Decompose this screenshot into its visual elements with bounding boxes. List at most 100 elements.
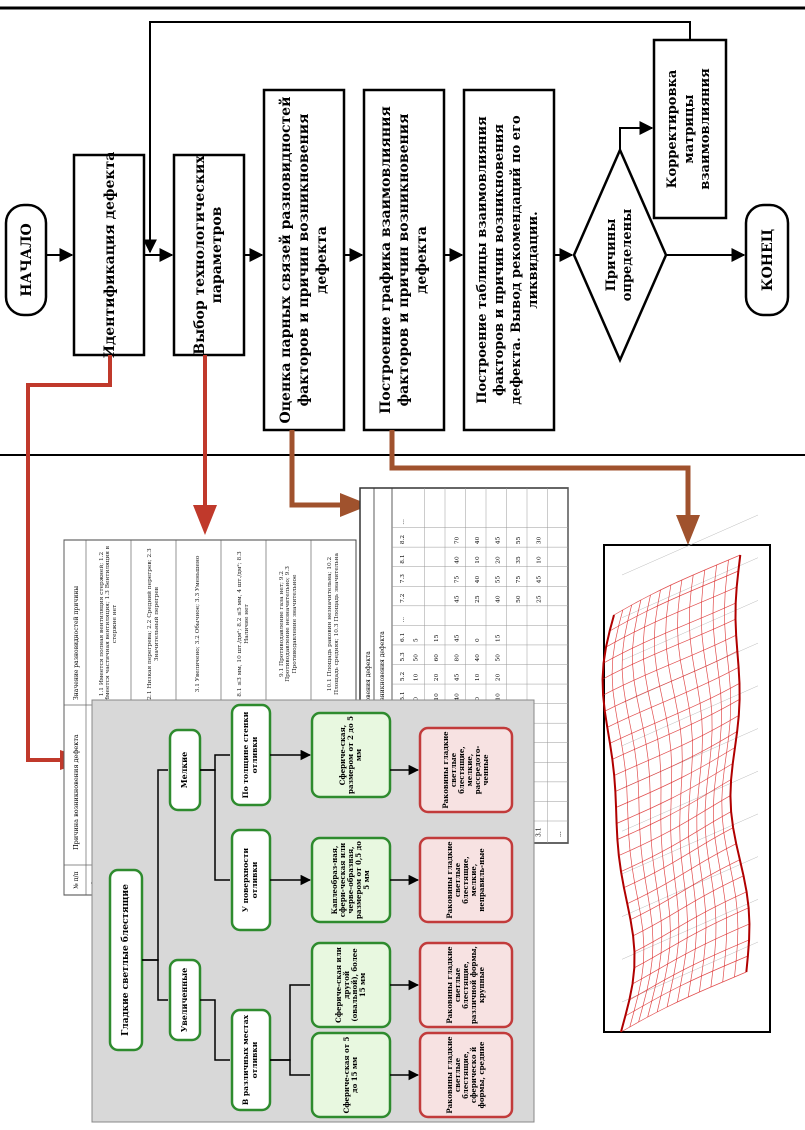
matrix-cell: 45 <box>495 536 501 544</box>
matrix-cell: 60 <box>434 654 440 662</box>
matrix-cell: 40 <box>495 595 501 603</box>
matrix-cell: 0 <box>413 697 419 701</box>
correction-box: Корректировка матрицы взаимовлияния <box>652 38 728 220</box>
tree-level3-0-label: Сфериче-ская от 5 до 15 мм <box>341 1036 359 1114</box>
matrix-cell: 55 <box>516 536 522 544</box>
tree-root-label: Гладкие светлые блестящие <box>120 884 131 1036</box>
table-row-values: 3.1 Увеличено; 3.2 Обычное; 3.3 Уменьшен… <box>195 555 202 693</box>
matrix-cell: 10 <box>536 556 542 564</box>
matrix-cell: 45 <box>536 576 542 584</box>
matrix-cell: 20 <box>495 673 501 681</box>
step-build-table: Построение таблицы взаимовлияния факторо… <box>462 88 556 432</box>
matrix-cell: 10 <box>413 673 419 681</box>
matrix-col-header: 7.2 <box>400 593 406 603</box>
surface-plot <box>601 514 771 1033</box>
matrix-cell: 55 <box>495 576 501 584</box>
tree-level2-0-label: В различных местах отливки <box>241 1014 259 1106</box>
matrix-cell: 40 <box>475 654 481 662</box>
matrix-cell: 70 <box>454 536 460 544</box>
matrix-cell: 35 <box>516 556 522 564</box>
tree-level4-0 <box>418 1031 514 1119</box>
matrix-cell: 40 <box>475 576 481 584</box>
tree-level4-1 <box>418 941 514 1029</box>
matrix-col-header: 8.1 <box>400 554 406 563</box>
matrix-cell: 45 <box>454 634 460 642</box>
matrix-col-header: 5.1 <box>400 691 406 700</box>
matrix-cell: 15 <box>434 634 440 642</box>
step-graph-label: Построение графика взаимовлияния факторо… <box>377 106 431 414</box>
matrix-row-label: 3.1 <box>535 827 542 837</box>
matrix-cell: 45 <box>454 673 460 681</box>
correction-label: Корректировка матрицы взаимовлияния <box>664 68 714 190</box>
tree-level4-0-label: Раковины гладкие светлые блестящие, сфер… <box>444 1036 487 1114</box>
matrix-cell: 25 <box>536 595 542 603</box>
table-row-values: 1.1 Имеется полная вентиляция стержней; … <box>98 545 118 703</box>
tree-level4-3-label: Раковины гладкие светлые блестящие, мелк… <box>440 731 491 809</box>
step-select-params: Выбор технологических параметров <box>172 153 246 357</box>
matrix-cell: 0 <box>475 697 481 701</box>
matrix-col-header: 5.2 <box>400 672 406 682</box>
start-terminal: НАЧАЛО <box>4 203 48 317</box>
matrix-col-header: 8.2 <box>400 535 406 545</box>
matrix-cell: 5 <box>413 638 419 642</box>
matrix-cell: 10 <box>434 693 440 701</box>
matrix-cell: 10 <box>475 673 481 681</box>
matrix-cell: 0 <box>475 638 481 642</box>
table-row-values: 10.1 Площадь раковин незначительна; 10.2… <box>326 553 340 695</box>
matrix-cell: 45 <box>454 595 460 603</box>
table-row-values: 8.1 ≤3 мм, 10 шт./дм²; 8.2 ≤5 мм, 4 шт./… <box>236 551 250 697</box>
step-identify-defect: Идентификация дефекта <box>72 152 146 359</box>
matrix-col-header: 6.1 <box>400 633 406 642</box>
table-header-cause: Причина возникновения дефекта <box>72 734 80 850</box>
step-identify-label: Идентификация дефекта <box>102 152 118 359</box>
step-table-label: Построение таблицы взаимовлияния факторо… <box>475 115 541 405</box>
matrix-cell: 75 <box>454 576 460 584</box>
matrix-row-label: ... <box>556 831 563 837</box>
step-evaluate-label: Оценка парных связей разновидностей факт… <box>277 96 331 424</box>
matrix-cell: 40 <box>475 536 481 544</box>
matrix-col-header: ... <box>400 617 406 623</box>
end-label: КОНЕЦ <box>760 229 776 291</box>
matrix-cell: 20 <box>495 556 501 564</box>
matrix-cell: 10 <box>475 556 481 564</box>
matrix-cell: 40 <box>454 556 460 564</box>
table-row-values: 2.1 Низкая перегрева; 2.2 Средний перегр… <box>146 548 160 700</box>
tree-level4-2-label: Раковины гладкие светлые блестящие, мелк… <box>444 841 487 919</box>
table-row-values: 9.1 Противодавление газа нет; 9.2 Против… <box>278 566 298 682</box>
matrix-cell: 15 <box>495 634 501 642</box>
decision-label: Причины определены <box>603 208 635 302</box>
step-evaluate-pairs: Оценка парных связей разновидностей факт… <box>262 88 346 432</box>
tree-level4-3 <box>418 726 514 814</box>
tree-level1-1-label: Мелкие <box>179 751 190 789</box>
matrix-cell: 50 <box>516 595 522 603</box>
decision-causes-found: Причины определены <box>572 146 668 364</box>
step-select-label: Выбор технологических параметров <box>191 155 226 355</box>
table-header-number: № п/п <box>73 871 80 889</box>
matrix-cell: 50 <box>495 654 501 662</box>
tree-level3-1-label: Сфериче-ская или другой (овальной), боле… <box>333 947 368 1023</box>
matrix-cell: 80 <box>454 654 460 662</box>
matrix-col-header: 5.3 <box>400 652 406 662</box>
tree-level4-1-label: Раковины гладкие светлые блестящие, разл… <box>444 946 487 1024</box>
matrix-cell: 40 <box>454 693 460 701</box>
step-build-graph: Построение графика взаимовлияния факторо… <box>362 88 446 432</box>
tree-level2-2-label: По толщине стенки отливки <box>241 711 259 799</box>
table-header-values: Значение разновидностей причины <box>73 586 80 700</box>
tree-level3-3-label: Сфериче-ская, размером от 2 до 5 мм <box>337 716 364 794</box>
tree-level3-2-label: Каплеобраз-ная, сфери-ческая или черве-о… <box>329 841 372 919</box>
tree-level3-3 <box>310 711 392 799</box>
matrix-col-header: 7.3 <box>400 574 406 584</box>
matrix-cell: 10 <box>495 693 501 701</box>
matrix-cell: 20 <box>434 673 440 681</box>
matrix-cell: 75 <box>516 576 522 584</box>
flowchart: НАЧАЛО Идентификация дефекта Выбор техно… <box>0 6 805 456</box>
end-terminal: КОНЕЦ <box>744 203 790 317</box>
tree-level4-2 <box>418 836 514 924</box>
matrix-cell: 30 <box>536 536 542 544</box>
tree-level2-1-label: У поверхности отливки <box>241 847 259 913</box>
tree-level1-0-label: Увеличенные <box>179 967 190 1033</box>
matrix-cell: 25 <box>475 595 481 603</box>
matrix-cell: 50 <box>413 654 419 662</box>
